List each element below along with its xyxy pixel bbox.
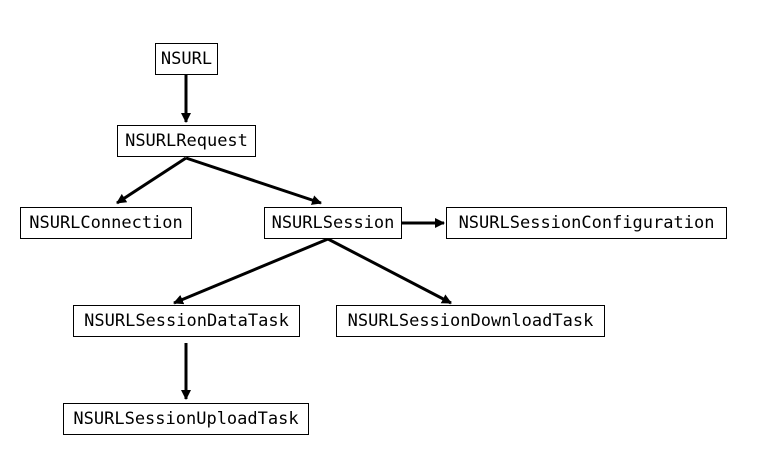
edge-request-session — [185, 156, 322, 205]
node-nsurlsessionconfiguration: NSURLSessionConfiguration — [446, 207, 727, 239]
node-nsurlsessiondatatask: NSURLSessionDataTask — [73, 305, 300, 337]
edge-request-connection — [116, 156, 187, 205]
node-nsurlconnection: NSURLConnection — [20, 207, 192, 239]
node-nsurlsessionuploadtask: NSURLSessionUploadTask — [63, 403, 309, 435]
node-nsurlrequest: NSURLRequest — [117, 125, 256, 157]
edge-session-datatask — [173, 237, 329, 305]
edge-session-download — [327, 237, 452, 305]
node-nsurl: NSURL — [155, 43, 218, 75]
node-nsurlsession: NSURLSession — [264, 207, 402, 239]
node-nsurlsessiondownloadtask: NSURLSessionDownloadTask — [336, 305, 605, 337]
